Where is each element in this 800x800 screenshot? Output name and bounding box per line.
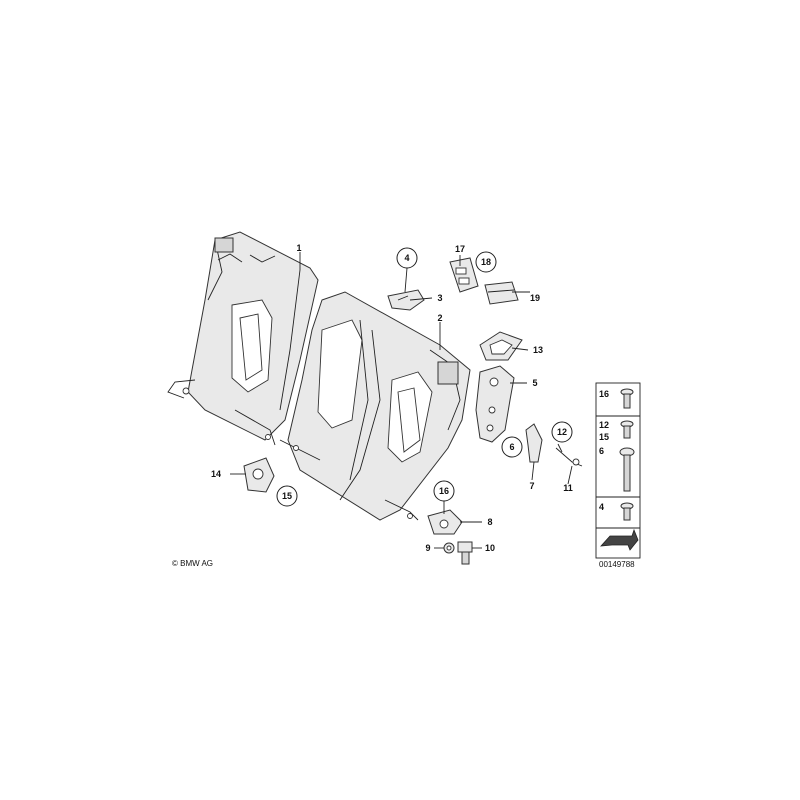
part-bolt-10 bbox=[457, 541, 473, 565]
label-16: 16 bbox=[439, 486, 449, 496]
label-circle-16 bbox=[433, 480, 455, 502]
legend-item-16: 16 bbox=[599, 389, 609, 399]
label-1: 1 bbox=[296, 243, 301, 253]
label-18: 18 bbox=[481, 257, 491, 267]
part-plate-14 bbox=[243, 457, 275, 493]
backrest-frame-left bbox=[167, 231, 319, 446]
label-14: 14 bbox=[211, 469, 221, 479]
screw-4-icon bbox=[620, 502, 634, 521]
part-clip-3 bbox=[387, 289, 425, 311]
label-5: 5 bbox=[532, 378, 537, 388]
leader-lines bbox=[230, 252, 573, 549]
label-circle-15 bbox=[276, 485, 298, 507]
label-4: 4 bbox=[404, 253, 409, 263]
legend-item-4: 4 bbox=[599, 502, 604, 512]
label-15: 15 bbox=[282, 491, 292, 501]
label-2: 2 bbox=[437, 313, 442, 323]
label-3: 3 bbox=[437, 293, 442, 303]
label-6: 6 bbox=[509, 442, 514, 452]
label-circle-4 bbox=[396, 247, 418, 269]
part-washer-9 bbox=[443, 542, 455, 554]
label-11: 11 bbox=[563, 483, 573, 493]
part-trim-13 bbox=[479, 331, 523, 361]
label-9: 9 bbox=[425, 543, 430, 553]
part-strap-7 bbox=[525, 423, 543, 463]
part-labels: 1 2 3 4 17 18 19 13 5 6 7 12 11 14 15 16… bbox=[211, 243, 573, 553]
label-circle-18 bbox=[475, 251, 497, 273]
label-10: 10 bbox=[485, 543, 495, 553]
label-circle-12 bbox=[551, 421, 573, 443]
label-12: 12 bbox=[557, 427, 567, 437]
part-cover-19 bbox=[484, 281, 519, 305]
backrest-frame-right bbox=[279, 291, 471, 521]
arrow-icon bbox=[600, 528, 639, 551]
legend-item-15: 15 bbox=[599, 432, 609, 442]
image-number: 00149788 bbox=[599, 560, 635, 569]
label-17: 17 bbox=[455, 244, 465, 254]
part-bracket-11 bbox=[555, 443, 583, 467]
legend-item-12: 12 bbox=[599, 420, 609, 430]
copyright: © BMW AG bbox=[172, 559, 213, 568]
label-8: 8 bbox=[487, 517, 492, 527]
legend-item-6: 6 bbox=[599, 446, 604, 456]
label-7: 7 bbox=[529, 481, 534, 491]
label-19: 19 bbox=[530, 293, 540, 303]
screw-16-icon bbox=[620, 388, 634, 409]
part-bracket-8 bbox=[427, 509, 463, 535]
part-bracket-17 bbox=[449, 257, 479, 293]
label-13: 13 bbox=[533, 345, 543, 355]
screw-12-15-icon bbox=[620, 420, 634, 439]
part-hinge-5 bbox=[475, 365, 515, 443]
fastener-legend: 16 12 15 6 4 bbox=[595, 382, 641, 559]
label-circle-6 bbox=[501, 436, 523, 458]
bolt-6-icon bbox=[619, 447, 635, 492]
